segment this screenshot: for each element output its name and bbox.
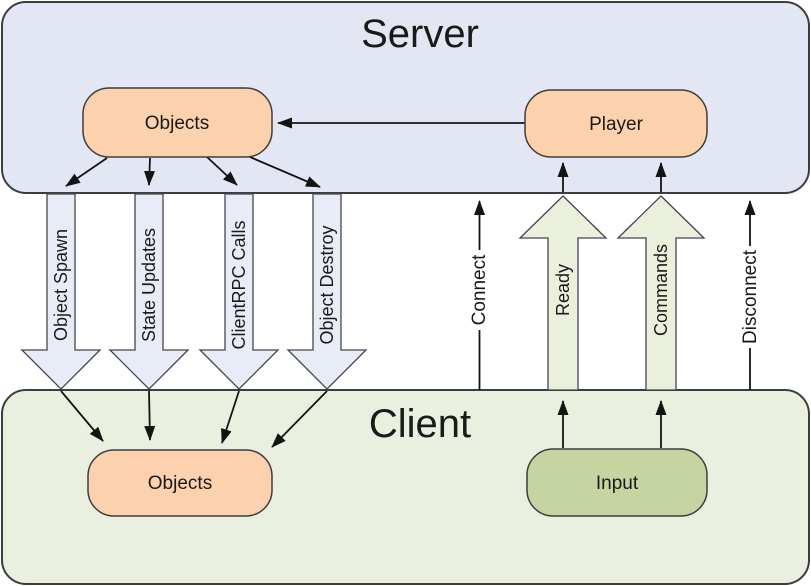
commands-arrow [616,195,706,391]
state-to-client-objects-line [144,390,156,441]
state-updates-arrow [108,193,190,390]
object-destroy-arrow [286,193,368,390]
server-title: Server [361,12,479,56]
rpc-to-client-objects-line [221,390,240,444]
client-objects-node [87,449,273,517]
player-label: Player [589,114,644,135]
connect-label-bg [466,250,493,330]
server-objects-label: Objects [145,113,209,134]
objects-to-destroy-line [249,156,321,188]
clientrpc-calls-arrow [198,193,280,390]
objects-to-spawn-line [65,157,108,187]
object-spawn-label: Object Spawn [51,229,71,341]
ready-label: Ready [553,264,573,316]
disconnect-label-bg [736,246,763,348]
objects-to-rpc-line [206,156,238,186]
server-objects-node [82,87,273,158]
ready-arrow [518,195,608,391]
commands-label: Commands [651,244,671,336]
input-node [526,448,708,517]
client-title: Client [369,402,471,446]
destroy-to-client-objects-line [271,390,328,448]
object-destroy-label: Object Destroy [317,225,337,344]
clientrpc-calls-label: ClientRPC Calls [229,220,249,349]
state-updates-label: State Updates [139,228,159,342]
client-zone [1,389,810,585]
spawn-to-client-objects-line [60,390,104,442]
player-node [524,89,708,158]
client-objects-label: Objects [148,473,212,494]
disconnect-label: Disconnect [740,249,761,344]
objects-to-state-line [144,157,156,186]
object-spawn-arrow [20,193,102,390]
connect-label: Connect [469,254,490,325]
input-label: Input [596,473,639,494]
